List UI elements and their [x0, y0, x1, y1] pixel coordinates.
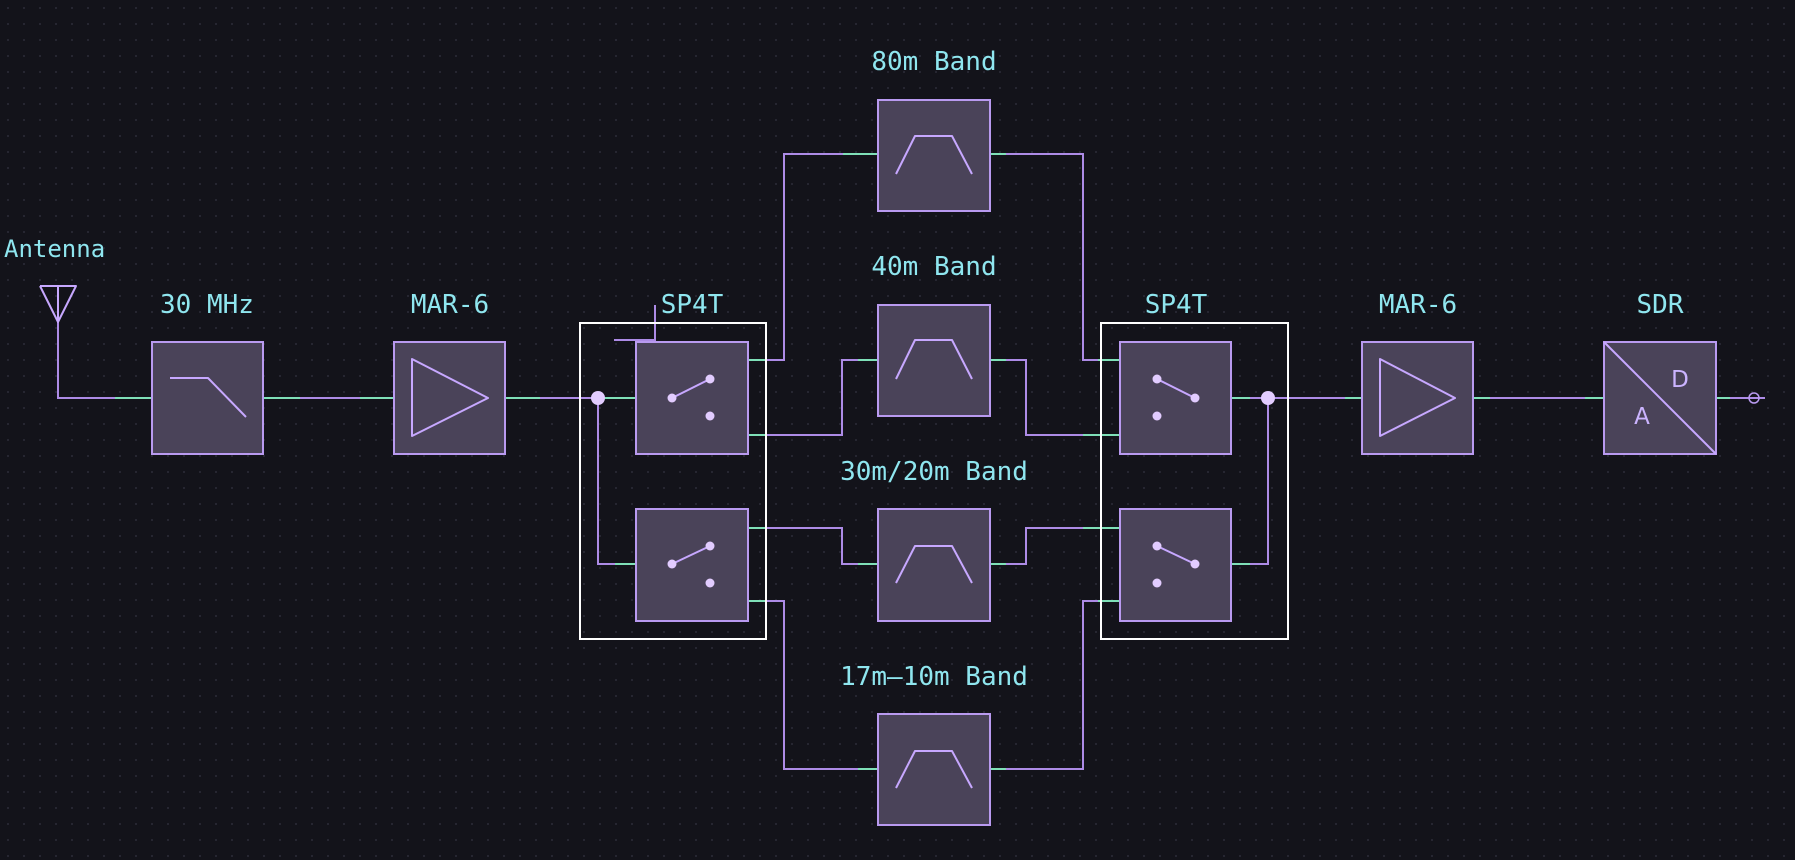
wire-band-30m20m-out: [1006, 527, 1083, 565]
band-30m20m-label: 30m/20m Band: [840, 457, 1028, 487]
switch-group-output: [1100, 322, 1289, 640]
wire-band-80m-in: [766, 153, 843, 361]
adc-block[interactable]: A D: [1603, 341, 1717, 455]
band-80m-label: 80m Band: [871, 47, 996, 77]
wire-junction-switch-lower: [597, 398, 615, 565]
wire-band-40m-out: [1006, 359, 1083, 436]
switch-in-upper[interactable]: [635, 341, 749, 455]
junction-dot-in: [591, 391, 605, 405]
antenna-label: Antenna: [4, 235, 105, 263]
band-40m-label: 40m Band: [871, 252, 996, 282]
wire-antenna-lowpass: [57, 302, 115, 399]
amplifier-in-block[interactable]: [393, 341, 506, 455]
junction-dot-out: [1261, 391, 1275, 405]
adc-in-letter: A: [1634, 404, 1650, 430]
bandpass-filter-30m20m[interactable]: [877, 508, 991, 622]
bandpass-filter-40m[interactable]: [877, 304, 991, 417]
lowpass-filter-icon: [170, 377, 247, 418]
bandpass-filter-80m[interactable]: [877, 99, 991, 212]
lowpass-label: 30 MHz: [160, 290, 254, 320]
band-17m10m-label: 17m–10m Band: [840, 662, 1028, 692]
switch-out-lower[interactable]: [1119, 508, 1232, 622]
antenna-icon: [39, 285, 77, 323]
bandpass-filter-icon: [895, 135, 973, 175]
adc-label: SDR: [1637, 290, 1684, 320]
switch-icon: [667, 374, 715, 421]
wire-switch-lower-junction: [1250, 398, 1269, 565]
switch-in-label: SP4T: [661, 290, 724, 320]
amplifier-icon: [1379, 358, 1456, 437]
pin-stubs: [115, 153, 1730, 770]
switch-group-input: [579, 322, 767, 640]
amplifier-out-block[interactable]: [1361, 341, 1474, 455]
wire-band-40m-in: [766, 359, 858, 436]
adc-icon: [1603, 341, 1717, 455]
amplifier-out-label: MAR-6: [1379, 290, 1457, 320]
switch-icon: [667, 541, 715, 588]
switch-out-upper[interactable]: [1119, 341, 1232, 455]
lowpass-filter-block[interactable]: [151, 341, 264, 455]
switch-icon: [1152, 541, 1200, 588]
bandpass-filter-icon: [895, 545, 973, 584]
amplifier-in-label: MAR-6: [411, 290, 489, 320]
switch-icon: [1152, 374, 1200, 421]
bandpass-filter-icon: [895, 339, 973, 380]
adc-out-letter: D: [1671, 367, 1689, 393]
switch-in-lower[interactable]: [635, 508, 749, 622]
bandpass-filter-17m10m[interactable]: [877, 713, 991, 826]
wire-band-80m-out: [1006, 153, 1098, 361]
wire-band-30m20m-in: [766, 527, 858, 565]
amplifier-icon: [411, 358, 489, 437]
output-terminal-icon: [1748, 392, 1760, 404]
bandpass-filter-icon: [895, 750, 973, 789]
wire-band-17m10m-out: [1006, 600, 1098, 770]
switch-out-label: SP4T: [1145, 290, 1208, 320]
wire-band-17m10m-in: [766, 600, 858, 770]
